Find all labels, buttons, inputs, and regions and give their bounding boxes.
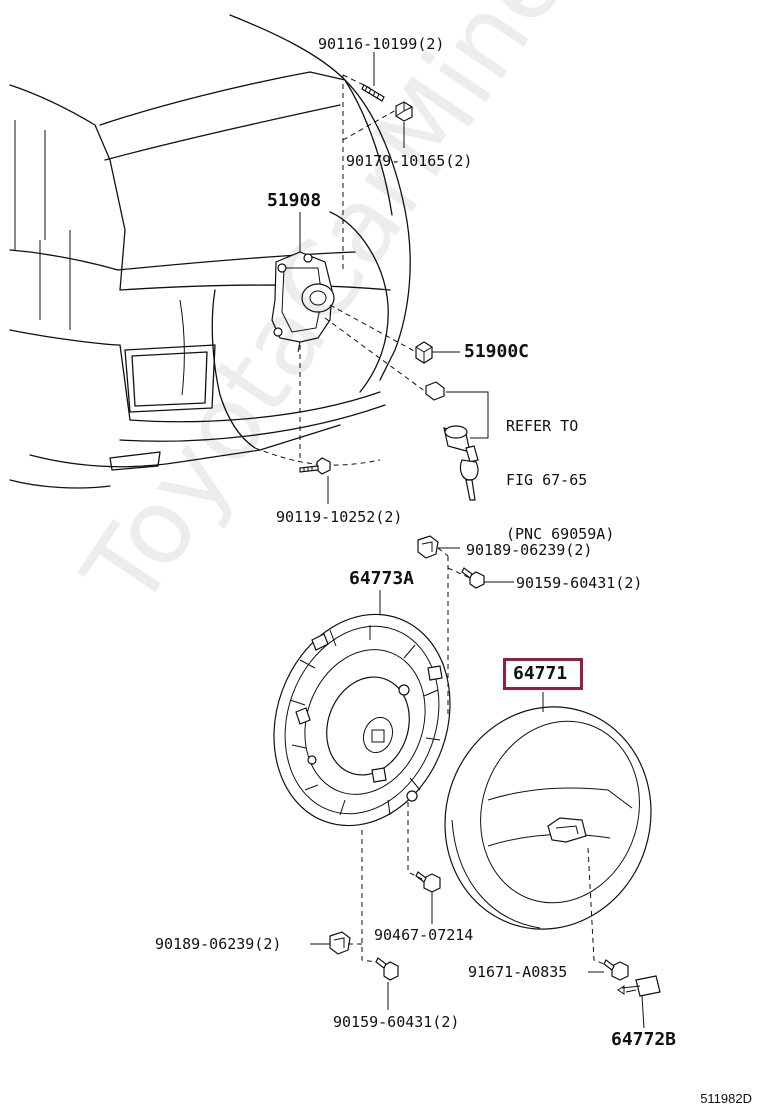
bolt-90159-top xyxy=(461,567,485,589)
label-90116[interactable]: 90116-10199(2) xyxy=(318,35,445,53)
mounting-plate-64773a xyxy=(273,613,451,827)
label-90179[interactable]: 90179-10165(2) xyxy=(346,152,473,170)
vehicle-rear-body xyxy=(9,14,411,489)
nut-51900c xyxy=(415,341,433,364)
label-90159-top[interactable]: 90159-60431(2) xyxy=(516,574,643,592)
bolt-90119 xyxy=(299,457,331,475)
label-51900c[interactable]: 51900C xyxy=(464,341,530,362)
label-64772b[interactable]: 64772B xyxy=(611,1029,677,1050)
label-90119[interactable]: 90119-10252(2) xyxy=(276,508,403,526)
spare-tire-cover-64771 xyxy=(444,706,652,930)
label-64773a[interactable]: 64773A xyxy=(349,568,415,589)
assembly-lines-upper xyxy=(299,74,427,460)
clip-64772b xyxy=(617,975,661,997)
refer-line-1: REFER TO xyxy=(506,417,579,435)
label-64771[interactable]: 64771 xyxy=(513,663,568,684)
nut-90179 xyxy=(395,101,413,122)
refer-line-3: (PNC 69059A) xyxy=(506,525,615,543)
lock-cylinder-and-key xyxy=(425,381,479,501)
assembly-lines-lower xyxy=(348,547,605,965)
clip-90189-top xyxy=(417,535,439,559)
bolt-90159-bottom xyxy=(375,957,399,981)
leader-lines xyxy=(299,52,645,1029)
highlight-box xyxy=(503,658,583,690)
stud-90116 xyxy=(361,84,385,102)
carrier-bracket-51908 xyxy=(271,251,335,353)
bolt-90467 xyxy=(415,871,441,893)
figure-code: 511982D xyxy=(700,1091,752,1106)
label-90189-bottom[interactable]: 90189-06239(2) xyxy=(155,935,282,953)
screw-91671 xyxy=(603,959,629,981)
label-91671[interactable]: 91671-A0835 xyxy=(468,963,568,981)
label-90467[interactable]: 90467-07214 xyxy=(374,926,474,944)
clip-90189-bottom xyxy=(329,931,351,955)
refer-line-2[interactable]: FIG 67-65 xyxy=(506,471,588,489)
refer-note: REFER TO FIG 67-65 (PNC 69059A) xyxy=(506,381,614,579)
label-90159-bottom[interactable]: 90159-60431(2) xyxy=(333,1013,460,1031)
label-51908[interactable]: 51908 xyxy=(267,190,322,211)
label-90189-top[interactable]: 90189-06239(2) xyxy=(466,541,593,559)
